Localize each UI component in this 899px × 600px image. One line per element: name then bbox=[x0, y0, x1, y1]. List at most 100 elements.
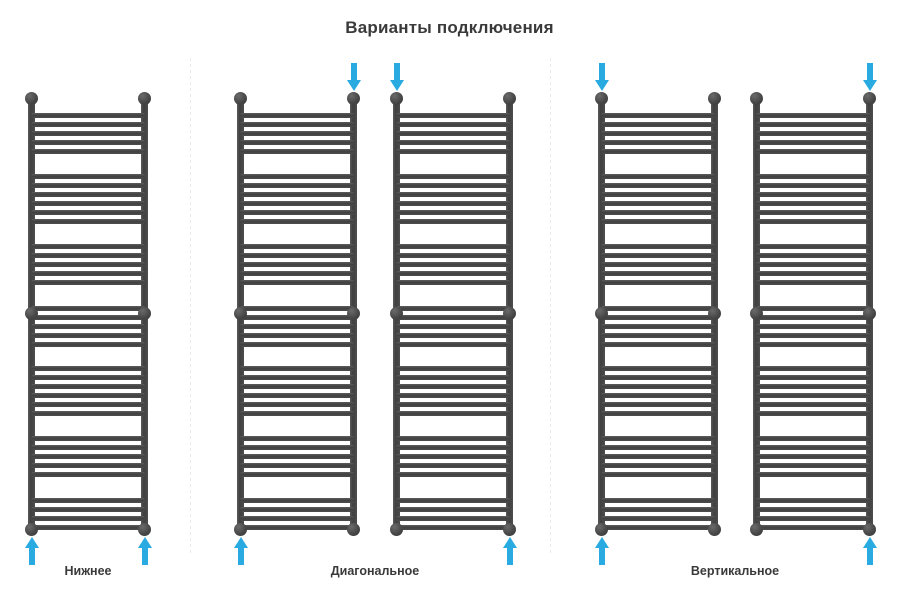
rung bbox=[601, 140, 715, 145]
rung bbox=[240, 445, 354, 450]
inlet-arrow-bottom-right bbox=[502, 536, 518, 566]
bracket-mid-right bbox=[138, 307, 151, 320]
rung bbox=[756, 280, 870, 285]
bracket-mid-right bbox=[708, 307, 721, 320]
rung bbox=[240, 201, 354, 206]
rung bbox=[240, 384, 354, 389]
rung bbox=[756, 333, 870, 338]
rung bbox=[240, 463, 354, 468]
rung bbox=[396, 210, 510, 215]
rung bbox=[240, 498, 354, 503]
rung bbox=[31, 498, 145, 503]
rung bbox=[396, 366, 510, 371]
rung bbox=[31, 262, 145, 267]
rung bbox=[396, 271, 510, 276]
bracket-mid-left bbox=[750, 307, 763, 320]
rung bbox=[601, 262, 715, 267]
rung bbox=[756, 244, 870, 249]
rung bbox=[756, 192, 870, 197]
rung bbox=[396, 402, 510, 407]
rung bbox=[240, 516, 354, 521]
rung bbox=[601, 271, 715, 276]
rung bbox=[756, 131, 870, 136]
rung bbox=[756, 342, 870, 347]
rung bbox=[240, 149, 354, 154]
rung bbox=[240, 324, 354, 329]
rung bbox=[240, 436, 354, 441]
radiator-vertical-unit-1 bbox=[595, 92, 721, 536]
rung bbox=[601, 113, 715, 118]
rung bbox=[396, 498, 510, 503]
rung bbox=[756, 402, 870, 407]
rung bbox=[601, 375, 715, 380]
rung bbox=[31, 516, 145, 521]
rung bbox=[240, 183, 354, 188]
rung bbox=[601, 183, 715, 188]
rung bbox=[756, 324, 870, 329]
rung bbox=[396, 463, 510, 468]
rung bbox=[240, 525, 354, 530]
bracket-mid-left bbox=[390, 307, 403, 320]
rung bbox=[240, 192, 354, 197]
rung bbox=[240, 402, 354, 407]
rung bbox=[396, 219, 510, 224]
bracket-mid-left bbox=[25, 307, 38, 320]
rung bbox=[240, 393, 354, 398]
rung bbox=[31, 192, 145, 197]
rung bbox=[31, 445, 145, 450]
rung bbox=[601, 498, 715, 503]
rung bbox=[396, 507, 510, 512]
inlet-arrow-top-right bbox=[346, 62, 362, 92]
rung bbox=[31, 324, 145, 329]
rung bbox=[756, 174, 870, 179]
inlet-arrow-bottom-left bbox=[233, 536, 249, 566]
inlet-arrow-top-right bbox=[862, 62, 878, 92]
rung bbox=[601, 174, 715, 179]
rung bbox=[396, 333, 510, 338]
rung bbox=[240, 219, 354, 224]
rung bbox=[31, 375, 145, 380]
rung bbox=[601, 306, 715, 311]
radiator-diagonal-unit-1 bbox=[234, 92, 360, 536]
rung bbox=[756, 516, 870, 521]
radiator-vertical-unit-2 bbox=[750, 92, 876, 536]
group-label-bottom: Нижнее bbox=[64, 564, 112, 578]
rung bbox=[396, 436, 510, 441]
cap-top-left bbox=[25, 92, 38, 105]
rung bbox=[31, 140, 145, 145]
rung bbox=[240, 271, 354, 276]
rung bbox=[31, 253, 145, 258]
rung bbox=[756, 454, 870, 459]
rung bbox=[396, 306, 510, 311]
cap-bottom-right bbox=[138, 523, 151, 536]
rung bbox=[31, 463, 145, 468]
rung bbox=[396, 315, 510, 320]
rung bbox=[240, 244, 354, 249]
inlet-arrow-top-left bbox=[389, 62, 405, 92]
rung bbox=[31, 174, 145, 179]
rung bbox=[396, 131, 510, 136]
rung bbox=[396, 472, 510, 477]
rung bbox=[31, 122, 145, 127]
bracket-mid-right bbox=[503, 307, 516, 320]
cap-top-left bbox=[390, 92, 403, 105]
rung bbox=[240, 210, 354, 215]
rung bbox=[756, 183, 870, 188]
rung bbox=[601, 333, 715, 338]
rung bbox=[396, 140, 510, 145]
rung bbox=[756, 140, 870, 145]
rung bbox=[601, 445, 715, 450]
cap-top-right bbox=[503, 92, 516, 105]
rung bbox=[31, 384, 145, 389]
rung bbox=[601, 201, 715, 206]
rung bbox=[601, 192, 715, 197]
rung bbox=[396, 113, 510, 118]
rung bbox=[31, 342, 145, 347]
inlet-arrow-top-left bbox=[594, 62, 610, 92]
rung bbox=[756, 498, 870, 503]
rung bbox=[601, 436, 715, 441]
rung bbox=[756, 445, 870, 450]
cap-top-left bbox=[750, 92, 763, 105]
rung bbox=[756, 219, 870, 224]
